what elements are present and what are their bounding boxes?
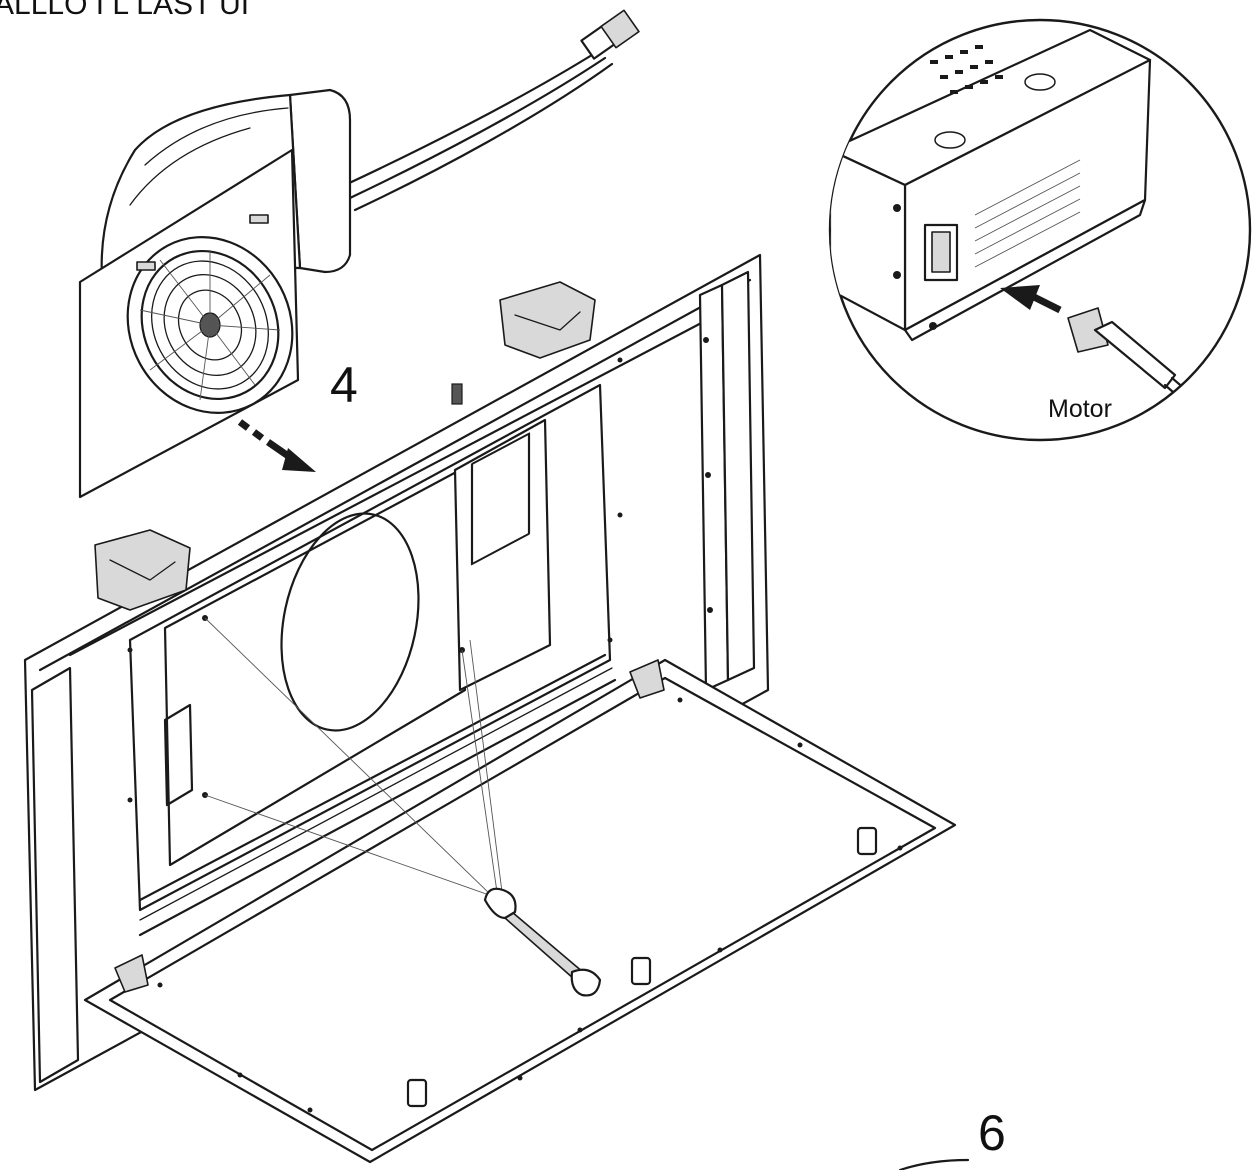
- plug-insert-arrow: [1000, 285, 1062, 314]
- duct-opening: [280, 512, 420, 732]
- control-box-socket: [923, 223, 959, 282]
- bottom-panel: [83, 337, 957, 1164]
- connector-detail-callout: Motor: [828, 18, 1252, 442]
- hood-frame: [23, 253, 770, 1092]
- page-header: ALLLO I L LAST UI: [0, 0, 249, 21]
- wrench-tool: [204, 617, 602, 997]
- top-bracket-left: [94, 529, 191, 611]
- blower-motor-unit: [78, 9, 640, 499]
- motor-connector-label: Motor: [1048, 395, 1112, 423]
- hinge-left: [114, 954, 149, 993]
- cylinder-pegs: [406, 826, 878, 1108]
- step-number-4: 4: [330, 357, 358, 413]
- fan-wheel: [126, 236, 294, 414]
- step-number-6: 6: [978, 1105, 1006, 1161]
- motor-cable-connector: [580, 9, 640, 60]
- top-bracket-right: [499, 281, 596, 359]
- hinge-right: [629, 659, 665, 699]
- motor-plug: [1067, 307, 1214, 422]
- insert-arrow-step4: [237, 419, 316, 472]
